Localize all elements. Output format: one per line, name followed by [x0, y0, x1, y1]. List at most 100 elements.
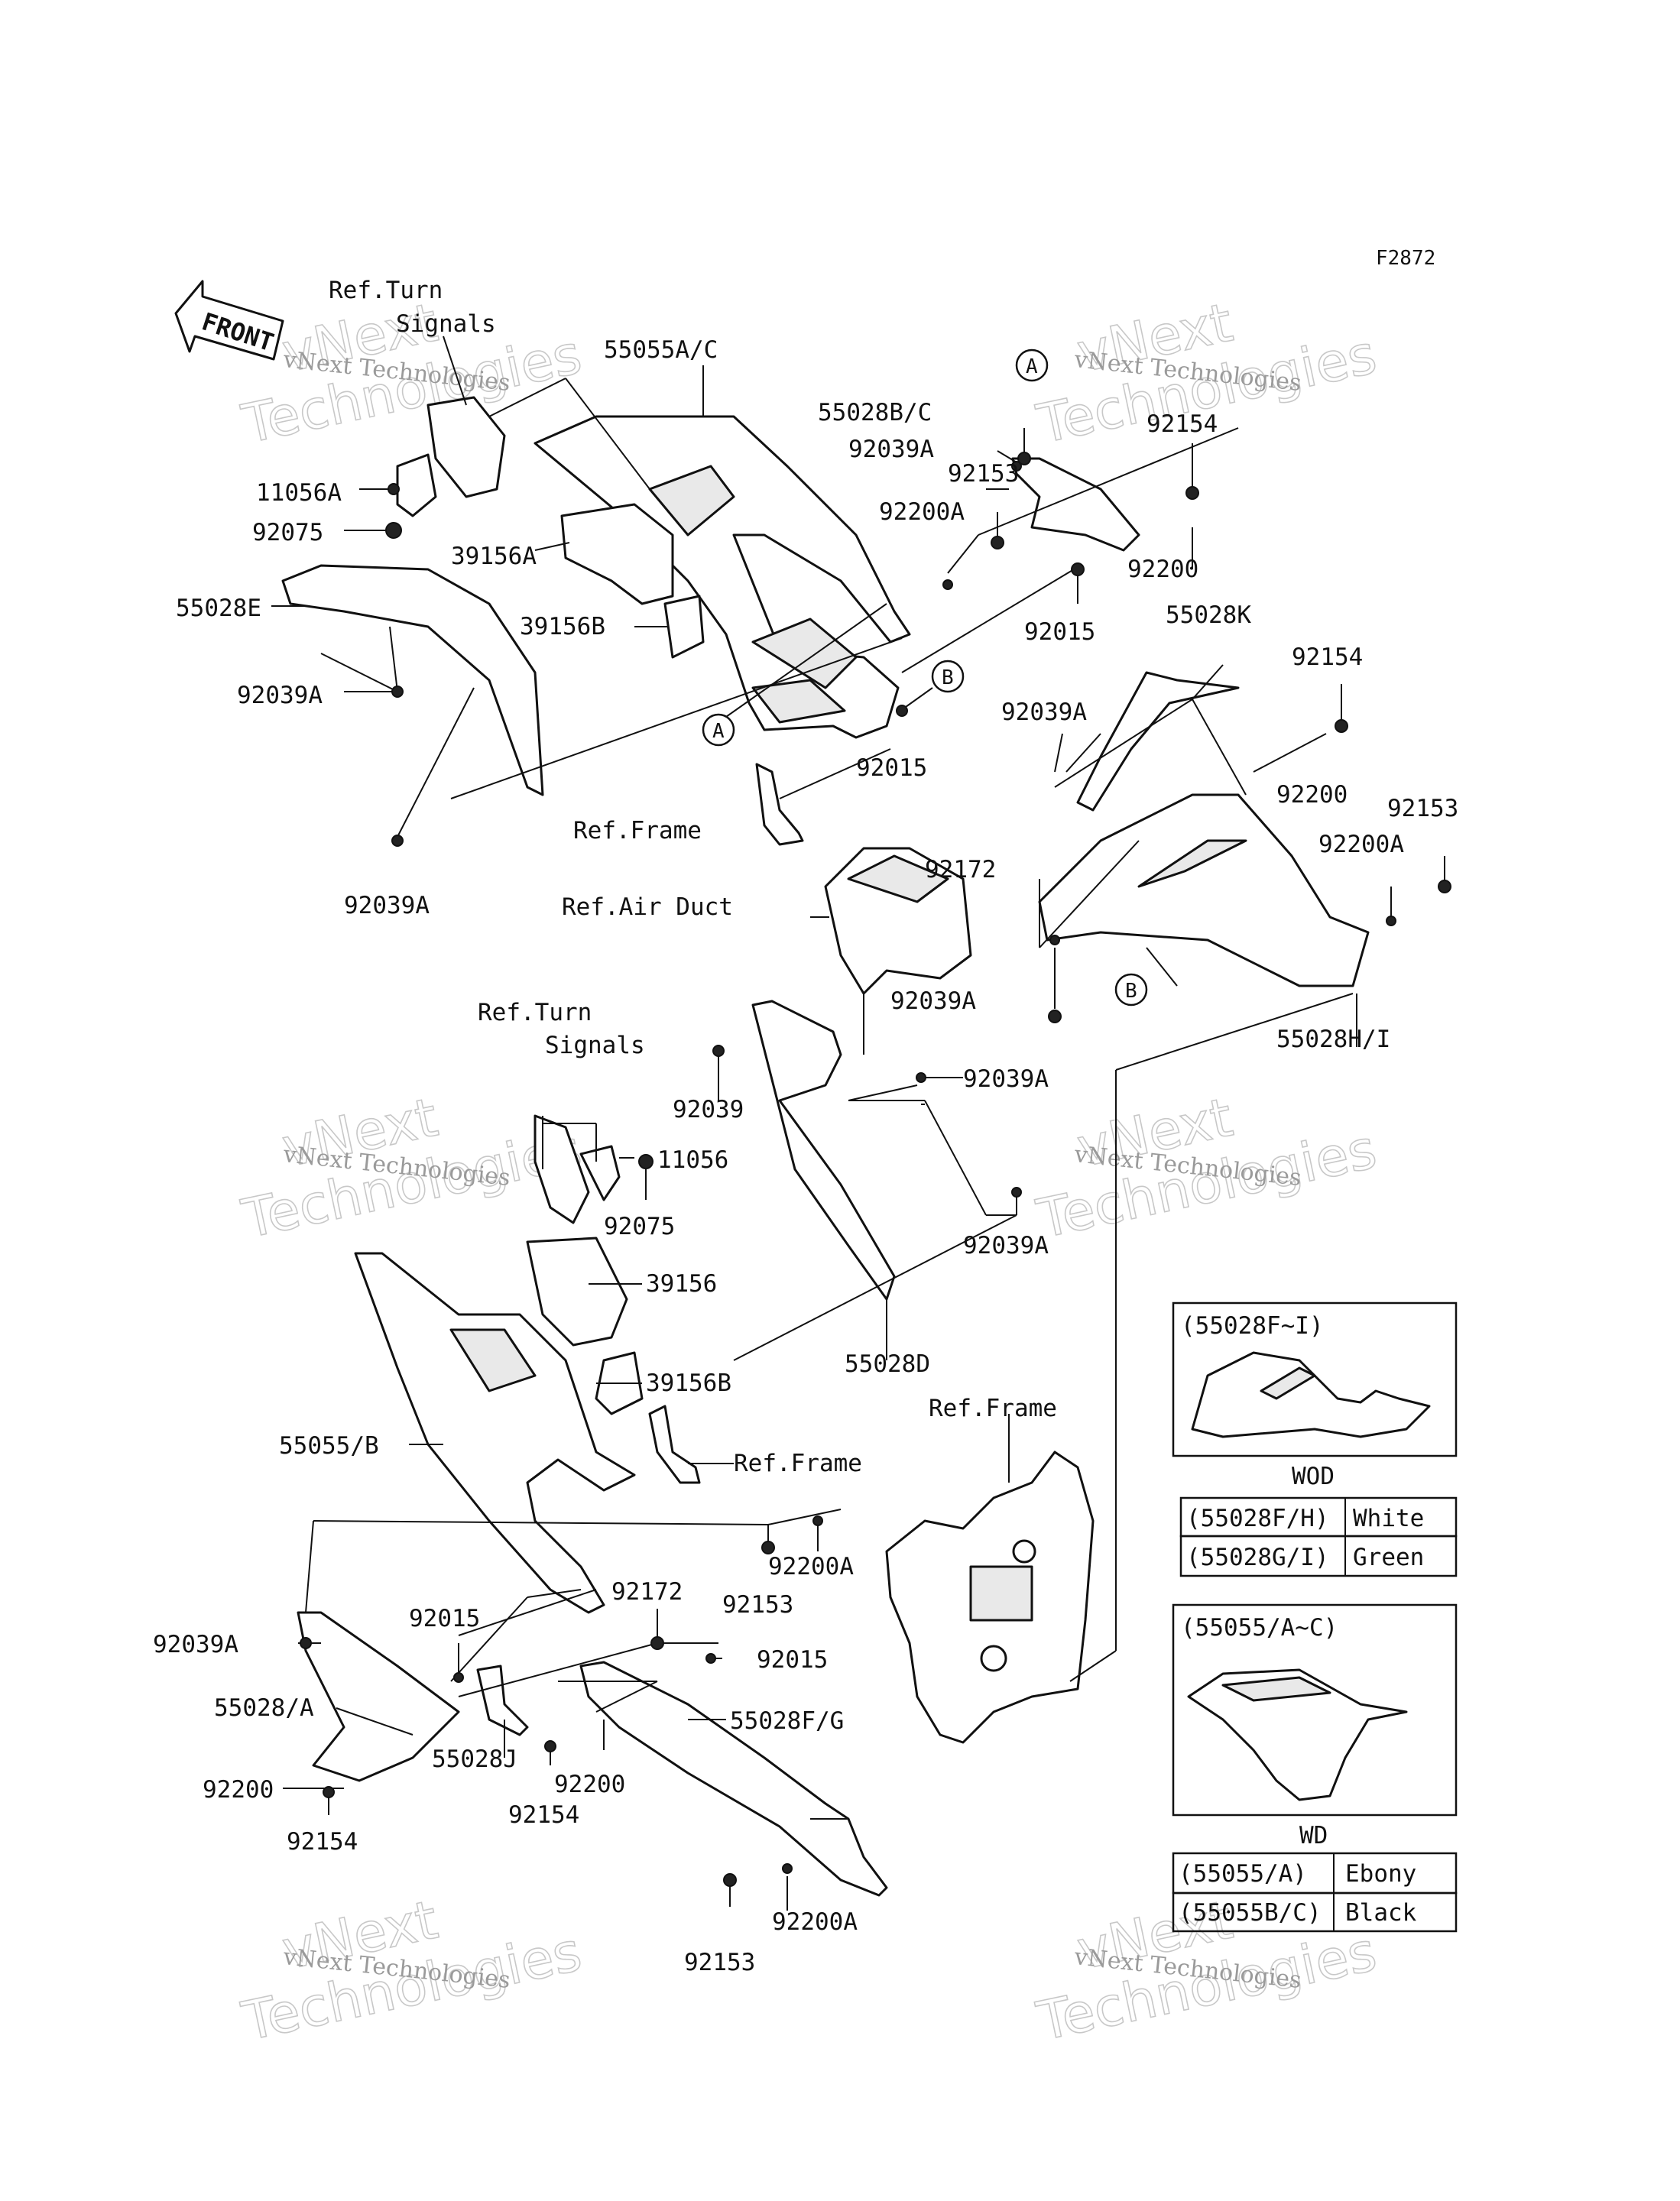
- svg-text:A: A: [712, 720, 725, 743]
- callout-b-right: [1114, 973, 1148, 1006]
- label-ref-signals-top: Signals: [396, 310, 496, 338]
- callout-a-top: [1015, 348, 1049, 382]
- svg-text:A: A: [1026, 355, 1038, 378]
- label-92015-bottom-left: 92015: [409, 1605, 480, 1632]
- inner-panel-55028d-icon: [751, 1000, 896, 1301]
- svg-text:B: B: [1125, 980, 1137, 1003]
- label-ref-signals-mid: Signals: [545, 1032, 645, 1059]
- legend-ac-title: (55055/A~C): [1181, 1614, 1338, 1642]
- label-92153-top: 92153: [948, 460, 1019, 488]
- label-92200-top: 92200: [1127, 556, 1198, 583]
- label-55055ac: 55055A/C: [604, 336, 718, 364]
- label-55028d: 55028D: [845, 1350, 930, 1378]
- label-92154-top: 92154: [1146, 410, 1218, 438]
- label-92039a-right: 92039A: [1001, 699, 1087, 726]
- label-92154-bottom-left: 92154: [287, 1828, 358, 1856]
- fasteners: [300, 452, 1451, 1887]
- label-39156b-top: 39156B: [520, 613, 605, 640]
- label-ref-turn-signals-top: Ref.Turn: [329, 277, 443, 304]
- label-92039a-mid-right2: 92039A: [963, 1232, 1049, 1259]
- inner-panel-55028e-icon: [281, 564, 544, 796]
- ref-frame-bracket-top-icon: [755, 763, 804, 846]
- label-92172-bottom: 92172: [611, 1578, 683, 1606]
- label-55028k: 55028K: [1166, 601, 1251, 629]
- legend-ac-row2-color: Black: [1345, 1899, 1417, 1927]
- label-92015-mid: 92015: [856, 754, 927, 782]
- legend-fi-row2-code: (55028G/I): [1186, 1544, 1329, 1571]
- label-92039a-bottomleft: 92039A: [344, 892, 430, 919]
- legend-fi-row1-code: (55028F/H): [1186, 1505, 1329, 1532]
- legend-fi-caption: WOD: [1292, 1463, 1335, 1490]
- label-39156: 39156: [646, 1270, 717, 1298]
- label-92200a-bottom: 92200A: [772, 1908, 858, 1936]
- turn-signal-mid-icon: [534, 1114, 590, 1224]
- turn-signal-upper-icon: [426, 396, 506, 498]
- label-ref-frame-mid: Ref.Frame: [734, 1450, 862, 1477]
- nut-92075-mid-icon: [638, 1154, 654, 1169]
- label-92039: 92039: [673, 1096, 744, 1123]
- label-55028fg: 55028F/G: [730, 1707, 844, 1735]
- label-92039a-mid-right: 92039A: [963, 1065, 1049, 1093]
- legend-fi-cowl-icon: [1191, 1351, 1431, 1438]
- label-11056: 11056: [657, 1146, 728, 1174]
- legend-fi-row1-color: White: [1353, 1505, 1424, 1532]
- label-92015-bottom-right: 92015: [757, 1646, 828, 1674]
- label-55028bc: 55028B/C: [818, 399, 932, 426]
- label-55028hi: 55028H/I: [1276, 1026, 1390, 1053]
- label-55028a: 55028/A: [214, 1694, 314, 1722]
- label-ref-turn-signals-mid: Ref.Turn: [478, 999, 592, 1026]
- legend-55055a-c: (55055/A~C) WD (55055/A) Ebony (55055B/C…: [1172, 1603, 1458, 1933]
- label-92200-bottom-left: 92200: [203, 1776, 274, 1804]
- legend-fi-row2-color: Green: [1353, 1544, 1424, 1571]
- svg-text:B: B: [942, 666, 954, 689]
- label-39156b-mid: 39156B: [646, 1370, 731, 1397]
- bracket-11056a-icon: [396, 453, 437, 517]
- label-92039a-bottom: 92039A: [153, 1631, 238, 1658]
- label-92200-bottom-mid: 92200: [554, 1771, 625, 1798]
- panel-55028k-icon: [1076, 671, 1240, 812]
- main-cowl-55055b-icon: [354, 1252, 636, 1614]
- legend-ac-caption: WD: [1299, 1822, 1328, 1849]
- label-55028e: 55028E: [176, 595, 261, 622]
- callout-a-left: [702, 713, 735, 747]
- label-39156a: 39156A: [451, 543, 537, 570]
- callout-circles: A A B B: [702, 348, 1148, 1006]
- label-92039a-left: 92039A: [237, 682, 323, 709]
- nut-92075-upper-icon: [385, 522, 402, 539]
- lower-panel-55028fg-icon: [579, 1661, 888, 1897]
- label-92154-bottom-mid: 92154: [508, 1801, 579, 1829]
- inner-cover-39156b-upper-icon: [663, 595, 705, 659]
- legend-55028f-i: (55028F~I) WOD (55028F/H) White (55028G/…: [1172, 1301, 1458, 1577]
- legend-ac-row1-color: Ebony: [1345, 1860, 1416, 1888]
- label-55055b: 55055/B: [279, 1432, 379, 1460]
- label-92200-right: 92200: [1276, 781, 1348, 809]
- label-ref-frame-top: Ref.Frame: [573, 817, 702, 844]
- bracket-11056-icon: [579, 1145, 621, 1201]
- label-ref-air-duct: Ref.Air Duct: [562, 893, 733, 921]
- label-92153-bottom-mid: 92153: [722, 1591, 793, 1619]
- lower-cowl-55028hi-icon: [1038, 793, 1370, 987]
- figure-code: F2872: [1376, 247, 1435, 270]
- label-92154-right: 92154: [1292, 643, 1363, 671]
- label-92200a-right: 92200A: [1318, 831, 1404, 858]
- upper-cowl-55055ac-icon: [534, 415, 911, 739]
- legend-ac-cowl-icon: [1187, 1668, 1408, 1801]
- label-92200a-top: 92200A: [879, 498, 965, 526]
- label-ref-frame-right: Ref.Frame: [929, 1395, 1057, 1422]
- panel-55028j-icon: [476, 1665, 529, 1736]
- label-11056a: 11056A: [256, 479, 342, 507]
- panel-55028bc-icon: [1011, 457, 1140, 552]
- label-92153-bottom: 92153: [684, 1949, 755, 1976]
- front-arrow-icon: FRONT: [174, 280, 284, 361]
- callout-b-top: [931, 660, 965, 693]
- label-92200a-bottom-mid: 92200A: [768, 1553, 854, 1580]
- ref-frame-bracket-mid-icon: [648, 1405, 701, 1484]
- label-92172-top: 92172: [925, 856, 996, 883]
- leader-lines: [271, 335, 1445, 1911]
- part-labels: Ref.Turn Signals 55055A/C 11056A 92075 3…: [153, 277, 1458, 1976]
- label-92075-top: 92075: [252, 519, 323, 546]
- label-92153-right: 92153: [1387, 795, 1458, 822]
- label-55028j: 55028J: [432, 1746, 517, 1773]
